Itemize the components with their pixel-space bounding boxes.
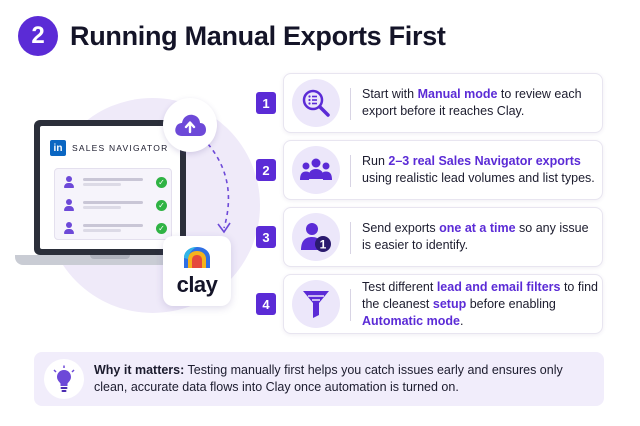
- placeholder-lines: [83, 222, 143, 234]
- step-text-part: using realistic lead volumes and list ty…: [362, 171, 595, 185]
- divider: [350, 222, 351, 254]
- step-text-3: Send exports one at a time so any issue …: [362, 208, 598, 266]
- why-it-matters-body: Testing manually first helps you catch i…: [94, 363, 563, 394]
- user-icon: [63, 222, 75, 234]
- check-icon: ✓: [156, 199, 167, 211]
- flow-arrow-icon: [207, 143, 231, 234]
- laptop-base: [15, 255, 210, 265]
- why-it-matters-label: Why it matters:: [94, 363, 185, 377]
- team-icon: [300, 158, 332, 180]
- step-text-part: .: [459, 313, 464, 328]
- lightbulb-icon: [53, 365, 75, 392]
- step-highlight: 2–3 real Sales Navigator exports: [388, 154, 581, 168]
- step-number-2: 2: [256, 159, 276, 181]
- upload-cloud-badge: [163, 98, 217, 152]
- laptop-display: in SALES NAVIGATOR ✓ ✓ ✓: [40, 126, 180, 249]
- list-item: ✓: [63, 198, 167, 212]
- check-icon: ✓: [156, 222, 167, 234]
- placeholder-lines: [83, 199, 143, 211]
- section-number-badge: 2: [18, 16, 58, 56]
- divider: [350, 88, 351, 120]
- step-card-4: Test different lead and email filters to…: [283, 274, 603, 334]
- svg-text:1: 1: [320, 238, 327, 252]
- step-number-4: 4: [256, 293, 276, 315]
- step-text-part: Send exports: [362, 221, 440, 235]
- sales-navigator-label: SALES NAVIGATOR: [72, 143, 169, 153]
- step-icon-badge: [292, 146, 340, 194]
- step-card-3: 1 Send exports one at a time so any issu…: [283, 207, 603, 267]
- step-icon-badge: [292, 79, 340, 127]
- list-item: ✓: [63, 221, 167, 235]
- step-text-part: so any issue is easier to identify.: [362, 221, 589, 252]
- step-number-1: 1: [256, 92, 276, 114]
- step-text-part: to find the cleanest: [362, 279, 599, 311]
- divider: [350, 155, 351, 187]
- step-text-part: Test different: [362, 279, 437, 294]
- step-text-1: Start with Manual mode to review each ex…: [362, 74, 598, 132]
- user-icon: [63, 199, 75, 211]
- step-text-part: to review each export before it reaches …: [362, 87, 582, 118]
- sales-navigator-header: in SALES NAVIGATOR: [50, 140, 168, 156]
- laptop-screen: in SALES NAVIGATOR ✓ ✓ ✓: [34, 120, 186, 255]
- search-list-icon: [302, 89, 330, 117]
- step-highlight: Automatic mode: [362, 313, 460, 328]
- clay-logo-icon: [184, 247, 210, 268]
- divider: [350, 289, 351, 321]
- step-text-2: Run 2–3 real Sales Navigator exports usi…: [362, 141, 598, 199]
- lead-list: ✓ ✓ ✓: [54, 168, 172, 240]
- cloud-upload-icon: [175, 114, 206, 136]
- step-icon-badge: 1: [292, 213, 340, 261]
- step-highlight: lead and email filters: [436, 279, 561, 294]
- placeholder-lines: [83, 176, 143, 188]
- step-highlight: Manual mode: [417, 87, 498, 101]
- check-icon: ✓: [156, 176, 167, 188]
- user-one-icon: 1: [301, 223, 331, 252]
- page-title: Running Manual Exports First: [70, 20, 446, 51]
- lightbulb-badge: [44, 359, 84, 399]
- list-item: ✓: [63, 175, 167, 189]
- clay-logo-card: clay: [163, 236, 231, 306]
- step-text-part: Start with: [362, 87, 418, 101]
- why-it-matters-callout: Why it matters: Testing manually first h…: [34, 352, 604, 406]
- why-it-matters-text: Why it matters: Testing manually first h…: [94, 362, 594, 396]
- step-highlight: setup: [432, 296, 467, 311]
- step-text-part: Run: [362, 154, 389, 168]
- linkedin-logo-icon: in: [50, 140, 66, 156]
- step-text-part: before enabling: [466, 296, 556, 311]
- user-icon: [63, 176, 75, 188]
- filter-icon: [303, 291, 329, 318]
- step-card-1: Start with Manual mode to review each ex…: [283, 73, 603, 133]
- step-text-4: Test different lead and email filters to…: [362, 275, 598, 333]
- clay-label: clay: [176, 272, 218, 297]
- step-number-3: 3: [256, 226, 276, 248]
- step-icon-badge: [292, 280, 340, 328]
- step-highlight: one at a time: [439, 221, 516, 235]
- step-card-2: Run 2–3 real Sales Navigator exports usi…: [283, 140, 603, 200]
- page-header: 2 Running Manual Exports First: [18, 16, 446, 56]
